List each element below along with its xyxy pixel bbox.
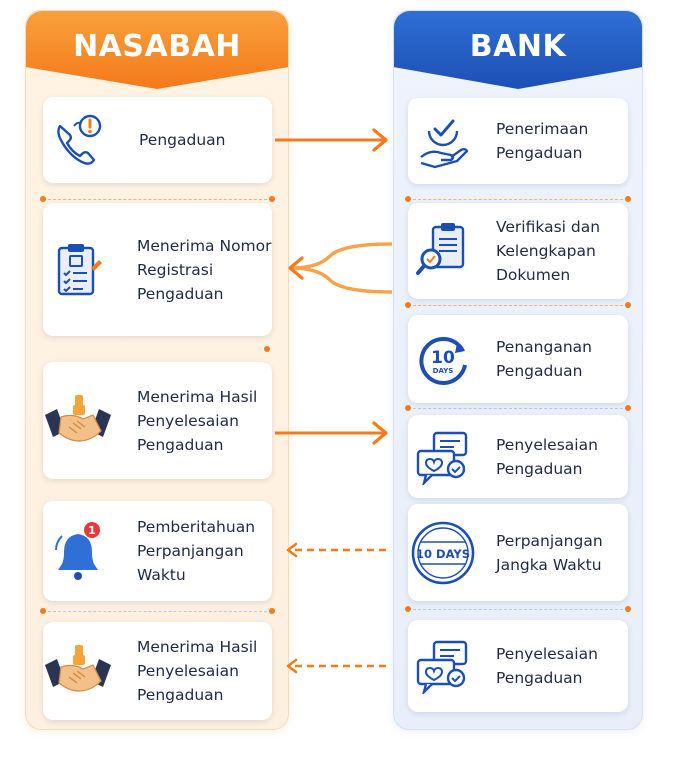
separator-line <box>43 199 272 200</box>
clipboard-checklist-icon <box>43 240 113 300</box>
10-days-stamp-icon: 10 DAYS <box>408 520 478 586</box>
icon-text: 10 DAYS <box>416 547 470 561</box>
separator-dot <box>625 196 631 202</box>
step-label: Penerimaan Pengaduan <box>496 120 589 162</box>
bank-step-1: Penerimaan Pengaduan <box>408 98 628 184</box>
step-label: Verifikasi dan Kelengkapan Dokumen <box>496 218 601 284</box>
separator-line <box>408 305 628 306</box>
step-label: Penyelesaian Pengaduan <box>496 645 598 687</box>
bank-step-3: 10 DAYS Penanganan Pengaduan <box>408 315 628 403</box>
bank-step-5: 10 DAYS Perpanjangan Jangka Waktu <box>408 504 628 601</box>
nasabah-step-2: Menerima Nomor Registrasi Pengaduan <box>43 203 272 336</box>
bell-notification-icon: 1 <box>43 516 113 586</box>
separator-line <box>408 199 628 200</box>
separator-line <box>43 611 272 612</box>
handshake-icon <box>43 391 113 451</box>
separator-dot <box>40 608 46 614</box>
step-label: Pengaduan <box>139 131 226 149</box>
icon-text: 10 <box>431 348 455 368</box>
step-label: Menerima Hasil Penyelesaian Pengaduan <box>137 387 258 454</box>
arrow-left-dashed <box>286 658 386 674</box>
separator-dot <box>625 405 631 411</box>
separator-line <box>408 609 628 610</box>
separator-dot <box>264 346 270 352</box>
step-label: Perpanjangan Jangka Waktu <box>496 531 603 574</box>
chat-bubbles-icon <box>408 429 478 485</box>
arrow-right <box>275 128 388 152</box>
nasabah-step-3: Menerima Hasil Penyelesaian Pengaduan <box>43 362 272 479</box>
separator-dot <box>405 196 411 202</box>
step-label: Menerima Nomor Registrasi Pengaduan <box>137 236 272 303</box>
document-magnifier-icon <box>408 221 478 281</box>
separator-dot <box>269 608 275 614</box>
handshake-icon <box>43 641 113 701</box>
separator-dot <box>40 196 46 202</box>
separator-dot <box>405 302 411 308</box>
nasabah-step-4: 1 Pemberitahuan Perpanjangan Waktu <box>43 501 272 601</box>
arrow-right <box>275 421 388 445</box>
step-label: Menerima Hasil Penyelesaian Pengaduan <box>137 638 258 704</box>
bank-step-2: Verifikasi dan Kelengkapan Dokumen <box>408 203 628 299</box>
arrow-left-dashed <box>286 542 386 558</box>
step-label: Penyelesaian Pengaduan <box>496 435 598 478</box>
arrow-left-merge <box>288 242 393 294</box>
separator-line <box>408 408 628 409</box>
icon-subtext: DAYS <box>433 367 454 375</box>
chat-bubbles-icon <box>408 638 478 694</box>
separator-dot <box>625 302 631 308</box>
step-label: Penanganan Pengaduan <box>496 338 592 380</box>
bank-step-6: Penyelesaian Pengaduan <box>408 620 628 712</box>
separator-dot <box>405 405 411 411</box>
10-days-timer-icon: 10 DAYS <box>408 329 478 389</box>
hand-check-icon <box>408 113 478 169</box>
nasabah-step-1: Pengaduan <box>43 97 272 183</box>
separator-dot <box>269 196 275 202</box>
step-label: Pemberitahuan Perpanjangan Waktu <box>137 518 256 584</box>
nasabah-step-5: Menerima Hasil Penyelesaian Pengaduan <box>43 622 272 720</box>
separator-dot <box>625 606 631 612</box>
separator-dot <box>405 606 411 612</box>
bank-step-4: Penyelesaian Pengaduan <box>408 415 628 498</box>
badge-count: 1 <box>88 524 96 537</box>
phone-alert-icon <box>43 112 113 168</box>
